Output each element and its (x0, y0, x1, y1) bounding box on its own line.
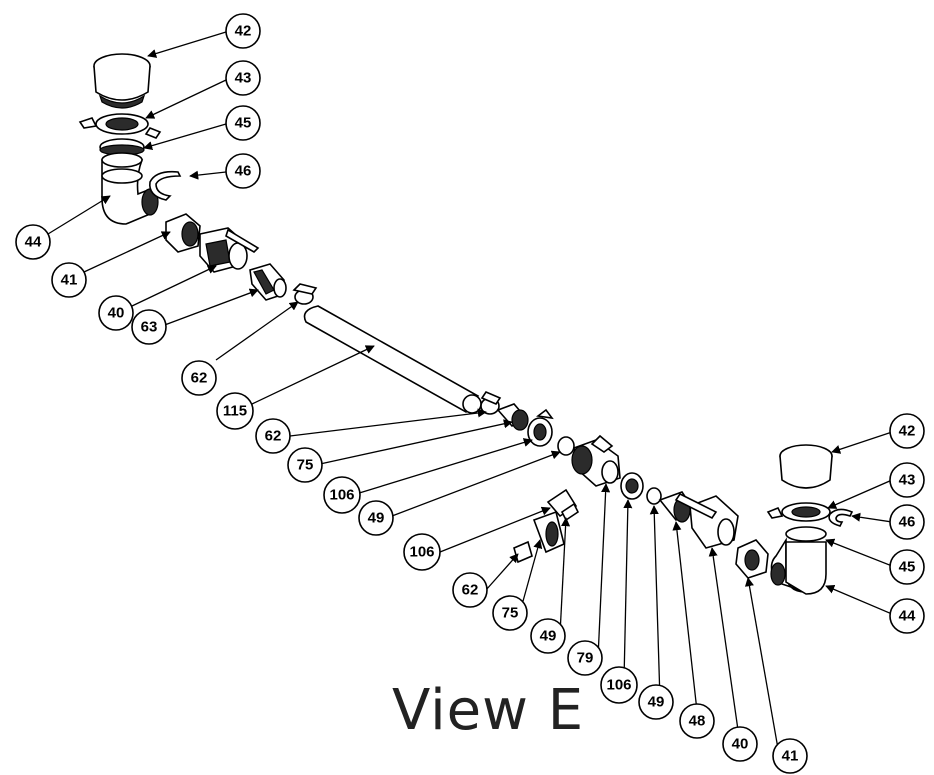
svg-text:106: 106 (606, 677, 631, 694)
callout-106-center: 106 (323, 476, 361, 514)
leader-lines (47, 31, 893, 761)
callout-45-top: 45 (225, 105, 261, 141)
svg-text:46: 46 (899, 514, 916, 531)
svg-text:49: 49 (368, 510, 385, 527)
part-40-valve (199, 227, 260, 273)
callout-43-right: 43 (889, 462, 925, 498)
part-41-nut (165, 213, 201, 253)
callout-42-top: 42 (225, 13, 261, 49)
callout-115: 115 (216, 392, 254, 430)
callout-40-left: 40 (98, 295, 134, 331)
svg-text:40: 40 (108, 305, 125, 322)
callout-79: 79 (567, 640, 603, 676)
callout-44-right: 44 (889, 598, 925, 634)
part-42-cap-right (779, 444, 833, 489)
callout-43-top: 43 (225, 60, 261, 96)
part-41-nut-right (735, 539, 769, 579)
part-43-clamp-ring-right (766, 502, 831, 522)
right-assembly (658, 444, 854, 595)
part-45-ring-right (785, 526, 827, 542)
svg-text:43: 43 (899, 472, 916, 489)
callout-63: 63 (131, 309, 167, 345)
callout-46-right: 46 (889, 504, 925, 540)
callout-48: 48 (679, 703, 715, 739)
svg-text:62: 62 (462, 582, 479, 599)
part-62-clamp-center (480, 391, 502, 415)
callout-106-right: 106 (600, 666, 638, 704)
svg-text:49: 49 (648, 694, 665, 711)
svg-text:63: 63 (141, 319, 158, 336)
callout-106-lower: 106 (403, 533, 441, 571)
svg-text:42: 42 (235, 23, 252, 40)
part-106-ring-center (527, 408, 554, 447)
part-42-cap (93, 53, 151, 109)
svg-text:45: 45 (235, 115, 252, 132)
callout-75-center: 75 (287, 447, 323, 483)
callout-44-left: 44 (15, 224, 51, 260)
callout-46-top: 46 (225, 153, 261, 189)
svg-text:44: 44 (25, 234, 42, 251)
callout-41-right: 41 (772, 738, 808, 774)
center-assembly (480, 391, 662, 564)
callout-62-lower: 62 (452, 572, 488, 608)
callout-41-left: 41 (51, 262, 87, 298)
svg-text:48: 48 (689, 713, 706, 730)
callouts: 42 43 45 46 44 41 40 63 62 115 62 75 106… (15, 13, 925, 774)
svg-text:106: 106 (409, 544, 434, 561)
part-46-clip (149, 170, 182, 201)
view-title: View E (392, 678, 585, 743)
svg-text:79: 79 (577, 650, 594, 667)
svg-text:43: 43 (235, 70, 252, 87)
part-40-valve-right (674, 492, 739, 549)
svg-text:75: 75 (297, 457, 314, 474)
part-43-clamp-ring (78, 113, 162, 139)
svg-text:46: 46 (235, 163, 252, 180)
part-106-ring-right (620, 472, 644, 500)
svg-text:106: 106 (329, 487, 354, 504)
svg-text:44: 44 (899, 608, 916, 625)
callout-49-lower: 49 (530, 618, 566, 654)
callout-40-right: 40 (722, 726, 758, 762)
part-62-small-clamp (292, 283, 318, 305)
svg-text:40: 40 (732, 736, 749, 753)
part-44-elbow-right (770, 537, 827, 595)
part-49-oring-right (646, 487, 662, 505)
svg-text:42: 42 (899, 423, 916, 440)
svg-text:62: 62 (191, 370, 208, 387)
svg-text:45: 45 (899, 559, 916, 576)
upper-left-assembly (78, 53, 318, 305)
part-46-clip-right (828, 508, 854, 527)
callout-49-center: 49 (358, 500, 394, 536)
part-49-oring-center (557, 436, 575, 456)
part-115-hose (303, 305, 482, 414)
svg-text:75: 75 (502, 605, 519, 622)
svg-text:115: 115 (223, 403, 247, 420)
svg-text:49: 49 (540, 628, 557, 645)
callout-75-lower: 75 (492, 595, 528, 631)
callout-42-right: 42 (889, 413, 925, 449)
svg-text:41: 41 (61, 272, 78, 289)
part-62-clamp-lower (513, 540, 533, 564)
callout-49-right: 49 (638, 684, 674, 720)
part-63-fitting (249, 263, 287, 301)
part-75-barb-center (496, 403, 529, 431)
callout-62-upper: 62 (181, 360, 217, 396)
part-79-tee (571, 434, 621, 487)
callout-45-right: 45 (889, 549, 925, 585)
svg-text:62: 62 (265, 428, 282, 445)
callout-62-center: 62 (255, 418, 291, 454)
svg-text:41: 41 (782, 748, 799, 765)
part-45-ring (99, 138, 145, 156)
